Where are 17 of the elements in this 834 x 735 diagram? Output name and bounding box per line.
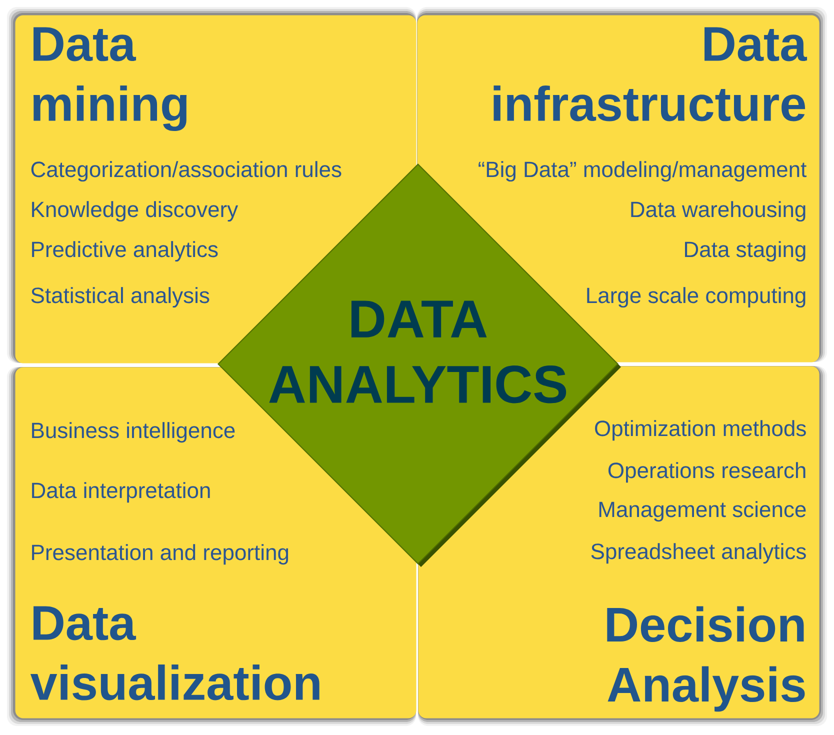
list-item: Data interpretation: [32, 482, 210, 503]
heading: Decision Analysis: [607, 606, 805, 712]
list-item: Data warehousing: [631, 201, 806, 222]
heading: Data visualization: [30, 606, 320, 700]
heading: Data mining: [33, 27, 187, 132]
list-item: Knowledge discovery: [32, 201, 238, 222]
list-item: Large scale computing: [587, 287, 806, 308]
heading: Data infrastructure: [494, 27, 808, 122]
list-item: Management science: [599, 501, 806, 522]
list-item: Spreadsheet analytics: [591, 543, 806, 564]
list-item: Statistical analysis: [31, 287, 210, 308]
list-item: Optimization methods: [595, 420, 806, 441]
list-item: Predictive analytics: [32, 241, 218, 262]
list-item: Data staging: [685, 241, 806, 262]
list-item: Presentation and reporting: [32, 544, 288, 565]
list-item: Operations research: [608, 462, 806, 483]
list-item: Business intelligence: [32, 422, 235, 443]
